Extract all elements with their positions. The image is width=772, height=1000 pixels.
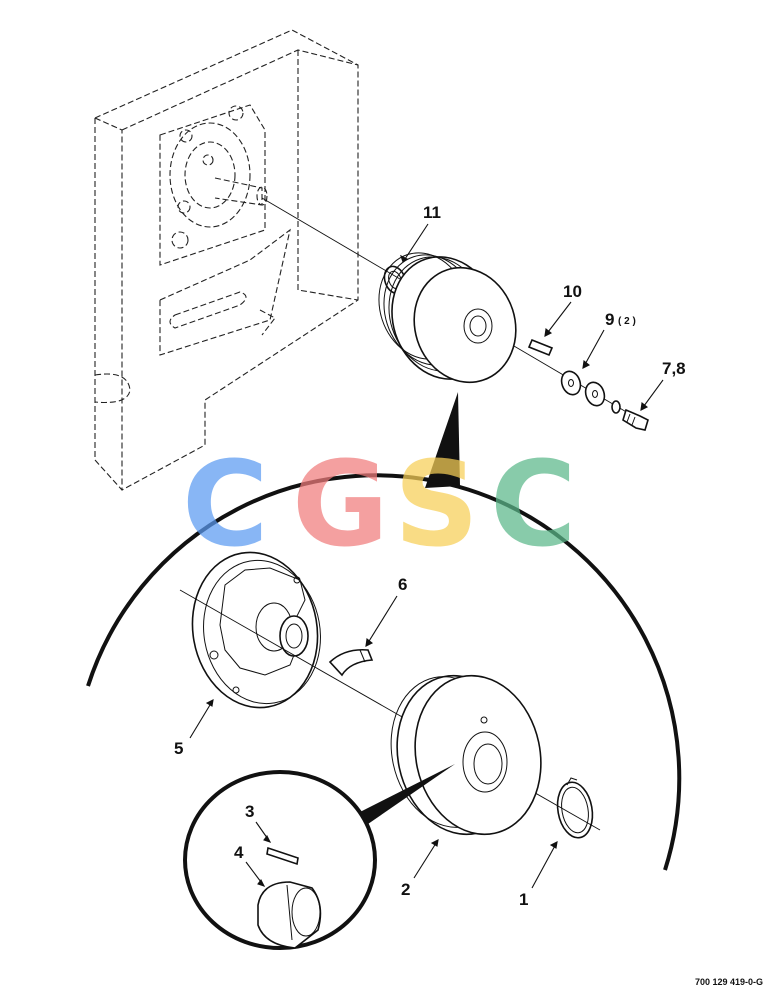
watermark-logo: C G S C	[182, 435, 577, 573]
part-7-8-bolt-lockwasher	[611, 400, 649, 431]
callout-4: 4	[234, 843, 244, 862]
callout-9: 9	[605, 310, 614, 329]
callout-6: 6	[398, 575, 407, 594]
part-6-woodruff-key	[328, 648, 374, 677]
callout-11: 11	[423, 203, 441, 222]
part-9-washer	[560, 370, 606, 407]
callout-9-quantity: ( 2 )	[618, 316, 636, 327]
callout-labels: 11 10 9 ( 2 ) 7,8 6 5 3 4 2 1	[174, 203, 686, 909]
figure-id: 700 129 419-0-G	[695, 977, 763, 987]
bushing-detail-magnifier	[183, 764, 455, 950]
bearing-flange	[169, 105, 268, 249]
part-5-hub-flange	[191, 551, 321, 709]
callout-5: 5	[174, 739, 183, 758]
callout-2: 2	[401, 880, 410, 899]
detail-pointer	[86, 392, 682, 871]
callout-7-8: 7,8	[662, 359, 686, 378]
part-2-pulley	[390, 674, 542, 836]
watermark-letter-1: C	[182, 435, 269, 573]
leader-lines	[189, 223, 664, 889]
watermark-letter-2: G	[292, 435, 389, 573]
callout-3: 3	[245, 802, 254, 821]
part-10-roll-pin	[527, 338, 554, 357]
pulley-assembly	[378, 252, 517, 384]
watermark-letter-4: C	[490, 435, 577, 573]
callout-1: 1	[519, 890, 528, 909]
callout-10: 10	[563, 282, 582, 301]
part-1-retaining-ring	[556, 777, 594, 839]
watermark-letter-3: S	[394, 435, 479, 573]
mounting-plate	[94, 29, 359, 491]
